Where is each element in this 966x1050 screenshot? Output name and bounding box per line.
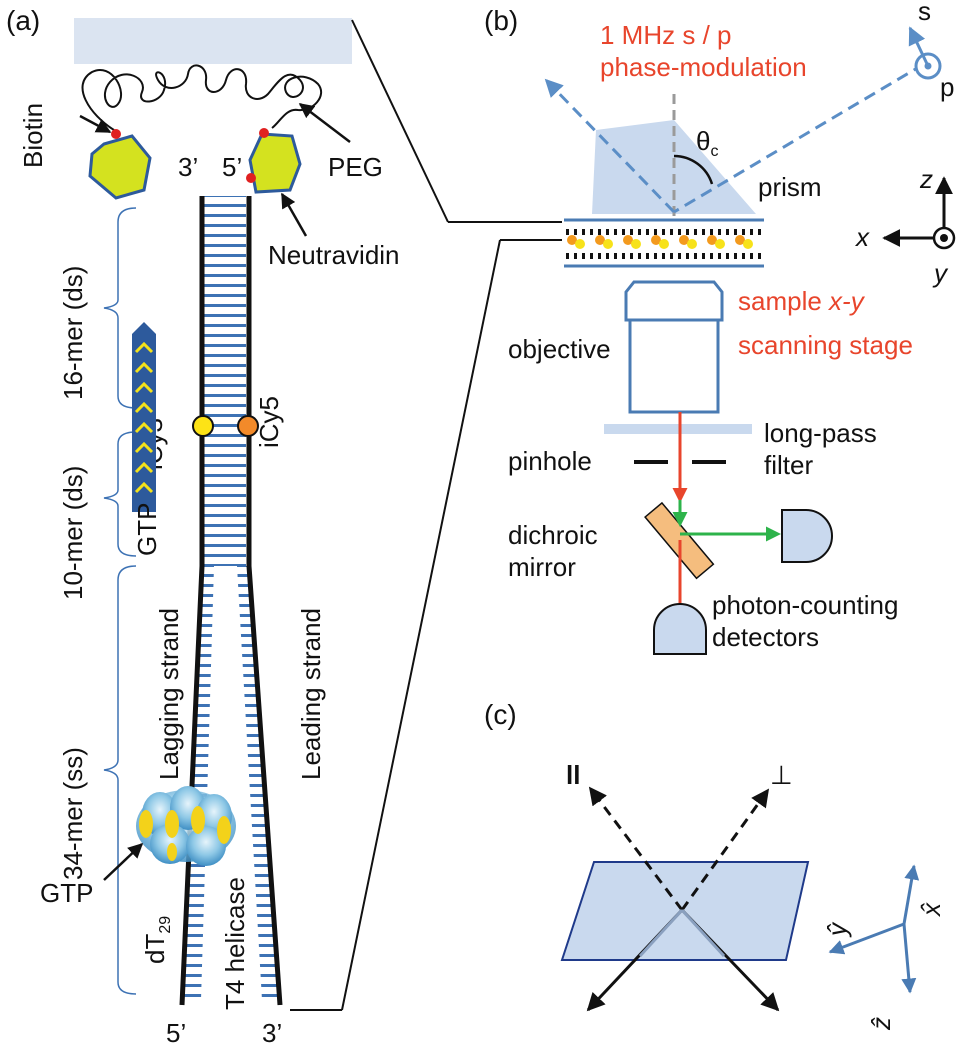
icy3-dye — [192, 415, 214, 437]
leading-strand-label: Leading strand — [296, 608, 326, 780]
bracket-34mer — [103, 565, 137, 995]
neutravidin-label: Neutravidin — [268, 240, 400, 270]
helicase-label: T4 helicase — [220, 877, 250, 1010]
neutravidin-left — [88, 134, 152, 200]
lagging-strand-label: Lagging strand — [154, 608, 184, 780]
biotin-label: Biotin — [18, 103, 48, 168]
surface-slab — [74, 18, 352, 64]
bracket-16mer — [103, 207, 137, 409]
axis-z-label: z — [919, 164, 933, 194]
peg-label: PEG — [328, 152, 383, 182]
dsdna-rungs — [204, 196, 246, 566]
theta-label: θc — [696, 126, 718, 160]
label-34mer: 34-mer (ss) — [58, 747, 88, 880]
panel-c: (c) ll ⊥ x̂ ŷ ẑ — [484, 699, 946, 1031]
detector-green — [781, 509, 833, 563]
reflected-beam — [544, 78, 676, 214]
peg-arrow — [298, 103, 351, 143]
dt-subscript: 29 — [157, 916, 174, 934]
icy5-dye — [237, 415, 259, 437]
x-hat-label: x̂ — [916, 902, 946, 918]
bracket-10mer — [103, 431, 137, 557]
y-hat-label: ŷ — [822, 921, 852, 938]
dichroic-line1: dichroic — [508, 520, 598, 550]
icy5-label: iCy5 — [254, 396, 284, 448]
pinhole-label: pinhole — [508, 446, 592, 476]
filter-line1: long-pass — [764, 418, 877, 448]
label-10mer: 10-mer (ds) — [58, 466, 88, 600]
objective-icon — [624, 280, 724, 414]
end-3-top: 3’ — [178, 152, 198, 182]
theta-arc — [673, 154, 714, 185]
filter-line2: filter — [764, 450, 813, 480]
beam-parallel — [588, 786, 684, 911]
panel-b: (b) 1 MHz s / p phase-modulation θc pris… — [484, 0, 956, 655]
svg-text:dT29: dT29 — [140, 916, 174, 964]
sample-fluorophores — [567, 235, 753, 249]
panel-c-label: (c) — [484, 699, 517, 730]
panel-a: (a) Biotin PEG Neutravidin 3’ 5’ 16-mer … — [6, 5, 562, 1048]
perp-label: ⊥ — [770, 760, 793, 790]
biotin-dot — [246, 173, 256, 183]
pol-s-label: s — [918, 0, 931, 26]
dichroic-line2: mirror — [508, 552, 576, 582]
gtp-chevron-stack — [132, 322, 156, 512]
prism-label: prism — [758, 172, 822, 202]
panel-a-label: (a) — [6, 5, 40, 36]
gtp-stack-label: GTP — [132, 503, 162, 556]
lagging-ss-rungs — [184, 566, 214, 1000]
axes-hat — [828, 864, 920, 994]
detector-line1: photon-counting — [712, 590, 898, 620]
beam-under-plane — [680, 908, 726, 958]
modulation-line2: phase-modulation — [600, 52, 807, 82]
gtp-arrow — [103, 842, 144, 881]
parallel-label: ll — [566, 760, 580, 790]
biotin-dot — [111, 129, 121, 139]
dt29-label-group: dT29 — [140, 916, 174, 964]
modulation-line1: 1 MHz s / p — [600, 20, 731, 50]
pol-p-label: p — [940, 72, 954, 102]
gtp-arrow-label: GTP — [40, 878, 93, 908]
z-hat-label: ẑ — [866, 1017, 896, 1031]
surface-link-line — [351, 19, 449, 223]
beam-perp — [680, 788, 770, 911]
biotin-arrow — [79, 114, 112, 134]
polarization-icon — [908, 26, 942, 80]
beam-under-plane — [638, 908, 684, 958]
label-16mer: 16-mer (ds) — [58, 266, 88, 400]
leading-strand-line — [246, 196, 283, 1006]
stage-line1: sample x-y — [738, 286, 866, 316]
incident-beam — [673, 62, 925, 214]
neutravidin-arrow — [280, 192, 308, 237]
objective-label: objective — [508, 334, 611, 364]
axis-y-label: y — [932, 258, 949, 288]
neutravidin-right — [248, 132, 302, 194]
helicase-complex — [136, 786, 236, 866]
end-3-bottom: 3’ — [262, 1018, 282, 1048]
leading-ss-rungs — [237, 566, 278, 1000]
detector-line2: detectors — [712, 622, 819, 652]
end-5-top: 5’ — [222, 152, 242, 182]
detector-red — [653, 603, 707, 655]
axis-x-label: x — [854, 222, 870, 252]
end-5-bottom: 5’ — [166, 1018, 186, 1048]
stage-line2: scanning stage — [738, 330, 913, 360]
axes-xyz — [882, 176, 956, 250]
surface-link-line — [341, 239, 501, 1011]
biotin-dot — [259, 128, 269, 138]
dt-label: dT — [140, 934, 170, 964]
longpass-filter — [604, 424, 752, 434]
panel-b-label: (b) — [484, 5, 518, 36]
peg-chain — [81, 64, 323, 131]
